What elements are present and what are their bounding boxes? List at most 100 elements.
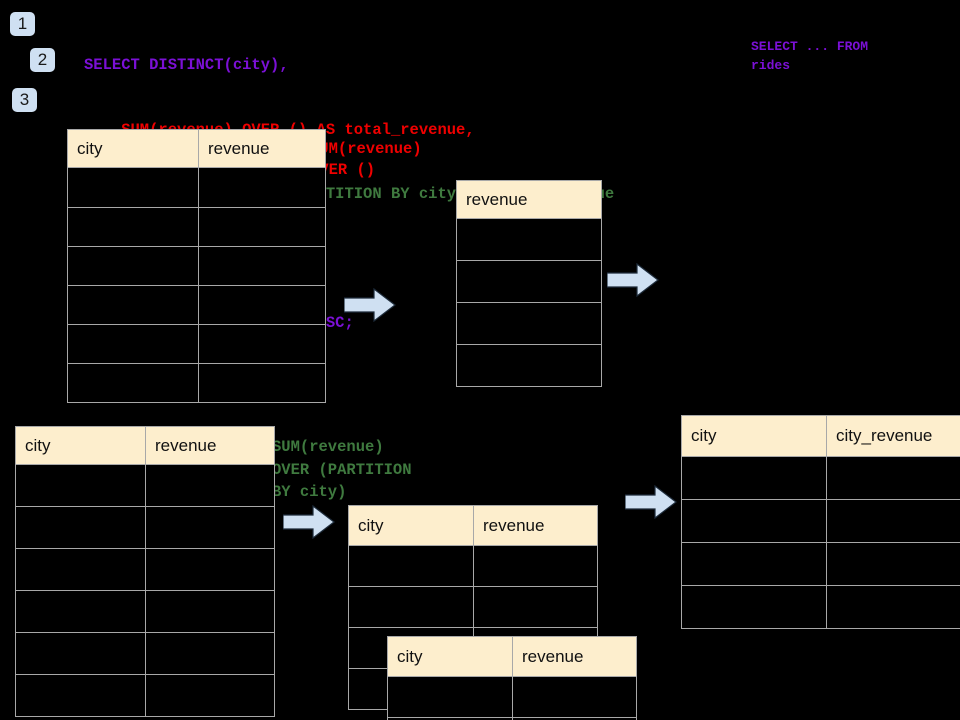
cell-revenue: [145, 506, 275, 549]
cell-city-revenue: [826, 542, 960, 586]
table-header-row: city revenue: [348, 505, 598, 546]
cell-city: [681, 456, 827, 500]
table-row: [456, 260, 602, 303]
table-row: [15, 632, 275, 675]
step-badge-2-label: 2: [37, 50, 48, 69]
cell-revenue: [456, 260, 602, 303]
step-badge-3-label: 3: [19, 90, 30, 109]
column-header-revenue: revenue: [473, 505, 598, 546]
table-header-row: revenue: [456, 180, 602, 219]
cell-revenue: [456, 302, 602, 345]
step-badge-2[interactable]: 2: [30, 48, 55, 72]
table-row: [67, 246, 326, 286]
cell-revenue: [473, 545, 598, 587]
column-header-city-revenue: city_revenue: [826, 415, 960, 457]
cell-city: [15, 590, 146, 633]
table-row: [67, 167, 326, 208]
cell-city: [15, 632, 146, 675]
cell-revenue: [145, 548, 275, 591]
cell-revenue: [145, 464, 275, 507]
cell-revenue: [473, 586, 598, 628]
cell-city: [15, 548, 146, 591]
cell-revenue: [145, 674, 275, 717]
table-row: [67, 363, 326, 403]
table-row: [67, 285, 326, 325]
sql-line-select: SELECT DISTINCT(city),: [84, 56, 289, 74]
cell-city: [67, 167, 199, 208]
column-header-revenue: revenue: [456, 180, 602, 219]
table-row: [681, 456, 960, 500]
table-row: [15, 506, 275, 549]
step-badge-1[interactable]: 1: [10, 12, 35, 36]
column-header-city: city: [387, 636, 513, 677]
cell-city: [15, 464, 146, 507]
cell-city: [681, 585, 827, 629]
cell-revenue: [198, 363, 326, 403]
cell-city: [67, 246, 199, 286]
table-row: [456, 218, 602, 261]
cell-revenue: [198, 324, 326, 364]
cell-revenue: [145, 632, 275, 675]
column-header-city: city: [348, 505, 474, 546]
table-row: [348, 586, 598, 628]
annotation-sum-over-empty: SUM(revenue) OVER (): [310, 140, 422, 179]
table-row: [15, 548, 275, 591]
cell-revenue: [198, 285, 326, 325]
arrow-right-2: [606, 262, 659, 298]
arrow-right-4: [624, 484, 677, 520]
cell-revenue: [456, 344, 602, 387]
cell-revenue: [512, 676, 637, 718]
table-row: [348, 545, 598, 587]
cell-revenue: [456, 218, 602, 261]
table-partition-overlap: city revenue: [387, 636, 637, 720]
cell-city: [67, 207, 199, 247]
table-row: [681, 585, 960, 629]
annotation-sum-over-partition: SUM(revenue) OVER (PARTITION BY city): [272, 438, 412, 501]
cell-city: [387, 676, 513, 718]
table-row: [456, 344, 602, 387]
cell-city: [67, 363, 199, 403]
column-header-revenue: revenue: [145, 426, 275, 465]
table-source-top: city revenue: [67, 129, 326, 403]
cell-city: [15, 506, 146, 549]
column-header-revenue: revenue: [198, 129, 326, 168]
table-header-row: city revenue: [15, 426, 275, 465]
column-header-city: city: [67, 129, 199, 168]
table-row: [15, 590, 275, 633]
cell-revenue: [198, 167, 326, 208]
table-result: city city_revenue: [681, 415, 960, 629]
table-row: [387, 717, 637, 720]
step-badge-1-label: 1: [17, 14, 28, 33]
table-source-bottom: city revenue: [15, 426, 275, 717]
column-header-revenue: revenue: [512, 636, 637, 677]
cell-revenue: [198, 207, 326, 247]
cell-city-revenue: [826, 456, 960, 500]
table-row: [681, 499, 960, 543]
table-header-row: city revenue: [67, 129, 326, 168]
cell-revenue: [145, 590, 275, 633]
table-header-row: city revenue: [387, 636, 637, 677]
table-row: [67, 207, 326, 247]
table-header-row: city city_revenue: [681, 415, 960, 457]
cell-revenue: [512, 717, 637, 720]
table-row: [67, 324, 326, 364]
table-row: [387, 676, 637, 718]
table-row: [15, 674, 275, 717]
table-row: [456, 302, 602, 345]
cell-city: [681, 499, 827, 543]
cell-city-revenue: [826, 499, 960, 543]
table-partition-mid: city revenue: [348, 505, 598, 710]
arrow-right-1: [343, 287, 396, 323]
table-row: [15, 464, 275, 507]
column-header-city: city: [15, 426, 146, 465]
cell-city: [348, 586, 474, 628]
cell-city-revenue: [826, 585, 960, 629]
arrow-right-3: [282, 504, 335, 540]
table-row: [681, 542, 960, 586]
cell-city: [67, 324, 199, 364]
cell-city: [67, 285, 199, 325]
cell-revenue: [198, 246, 326, 286]
cell-city: [681, 542, 827, 586]
step-badge-3[interactable]: 3: [12, 88, 37, 112]
